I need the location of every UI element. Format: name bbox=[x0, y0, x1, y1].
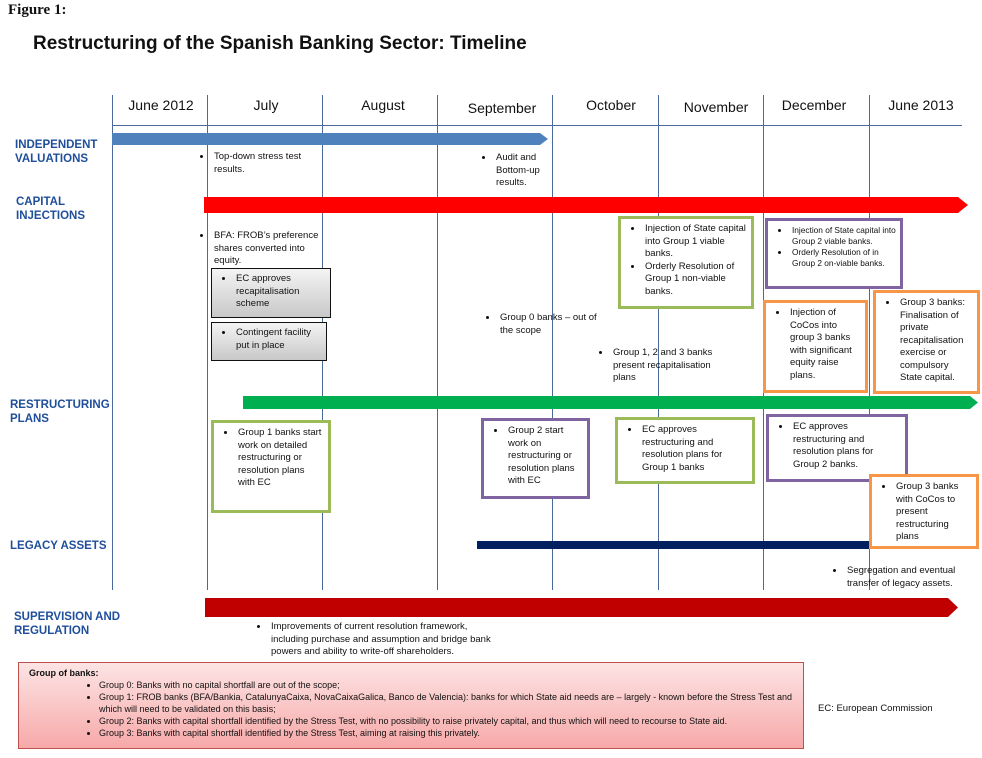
note-bfa: BFA: FROB’s preference shares converted … bbox=[200, 230, 325, 268]
month-june-2013: June 2013 bbox=[888, 97, 954, 113]
row-label-capital: CAPITAL INJECTIONS bbox=[16, 196, 86, 222]
row-label-restructuring: RESTRUCTURING PLANS bbox=[10, 399, 110, 425]
box-g3-final: Group 3 banks: Finalisation of private r… bbox=[873, 290, 980, 394]
restructuring-arrow bbox=[243, 396, 978, 409]
note-audit: Audit and Bottom-up results. bbox=[482, 152, 552, 190]
month-september: September bbox=[467, 100, 537, 116]
legend-title: Group of banks: bbox=[29, 668, 99, 678]
row-label-valuations: INDEPENDENT VALUATIONS bbox=[15, 139, 98, 165]
supervision-arrow bbox=[205, 598, 958, 617]
note-g123: Group 1, 2 and 3 banks present recapital… bbox=[599, 347, 729, 385]
valuations-arrow bbox=[112, 133, 548, 145]
legend-item: Group 2: Banks with capital shortfall id… bbox=[99, 715, 793, 727]
box-g2-start: Group 2 start work on restructuring or r… bbox=[481, 418, 590, 499]
box-g1-start: Group 1 banks start work on detailed res… bbox=[211, 420, 331, 513]
note-group0: Group 0 banks – out of the scope bbox=[486, 312, 606, 337]
month-august: August bbox=[361, 97, 405, 113]
note-topdown: Top-down stress test results. bbox=[200, 151, 310, 176]
box-contingent: Contingent facility put in place bbox=[211, 322, 327, 361]
gridline bbox=[658, 95, 659, 590]
gridline bbox=[869, 95, 870, 590]
gridline bbox=[207, 95, 208, 590]
box-ec-recap: EC approves recapitalisation scheme bbox=[211, 268, 331, 318]
month-november: November bbox=[683, 99, 749, 115]
month-june-2012: June 2012 bbox=[128, 97, 194, 113]
gridline bbox=[552, 95, 553, 590]
month-october: October bbox=[586, 97, 636, 113]
row-label-supervision: SUPERVISION AND REGULATION bbox=[14, 611, 121, 637]
box-ec-g1: EC approves restructuring and resolution… bbox=[615, 417, 755, 484]
box-cocos: Injection of CoCos into group 3 banks wi… bbox=[763, 300, 868, 393]
month-july: July bbox=[253, 97, 279, 113]
legend-item: Group 1: FROB banks (BFA/Bankia, Catalun… bbox=[99, 691, 793, 715]
page-title: Restructuring of the Spanish Banking Sec… bbox=[33, 33, 527, 54]
legend-item: Group 0: Banks with no capital shortfall… bbox=[99, 679, 793, 691]
gridline bbox=[437, 95, 438, 590]
ec-note: EC: European Commission bbox=[818, 703, 933, 714]
row-label-legacy: LEGACY ASSETS bbox=[10, 540, 107, 552]
figure-label: Figure 1: bbox=[8, 2, 67, 18]
capital-arrow bbox=[204, 197, 968, 213]
legend-item: Group 3: Banks with capital shortfall id… bbox=[99, 727, 793, 739]
note-improvements: Improvements of current resolution frame… bbox=[257, 621, 507, 659]
legacy-bar bbox=[477, 541, 947, 549]
header-divider bbox=[112, 125, 962, 126]
box-g3-cocos: Group 3 banks with CoCos to present rest… bbox=[869, 474, 979, 549]
note-segregation: Segregation and eventual transfer of leg… bbox=[833, 565, 968, 590]
gridline bbox=[112, 95, 113, 590]
box-g2-inject: Injection of State capital into Group 2 … bbox=[765, 218, 903, 289]
box-g1-inject: Injection of State capital into Group 1 … bbox=[618, 216, 754, 309]
box-ec-g2: EC approves restructuring and resolution… bbox=[766, 414, 908, 482]
group-legend: Group of banks: Group 0: Banks with no c… bbox=[18, 662, 804, 749]
month-december: December bbox=[781, 97, 847, 113]
